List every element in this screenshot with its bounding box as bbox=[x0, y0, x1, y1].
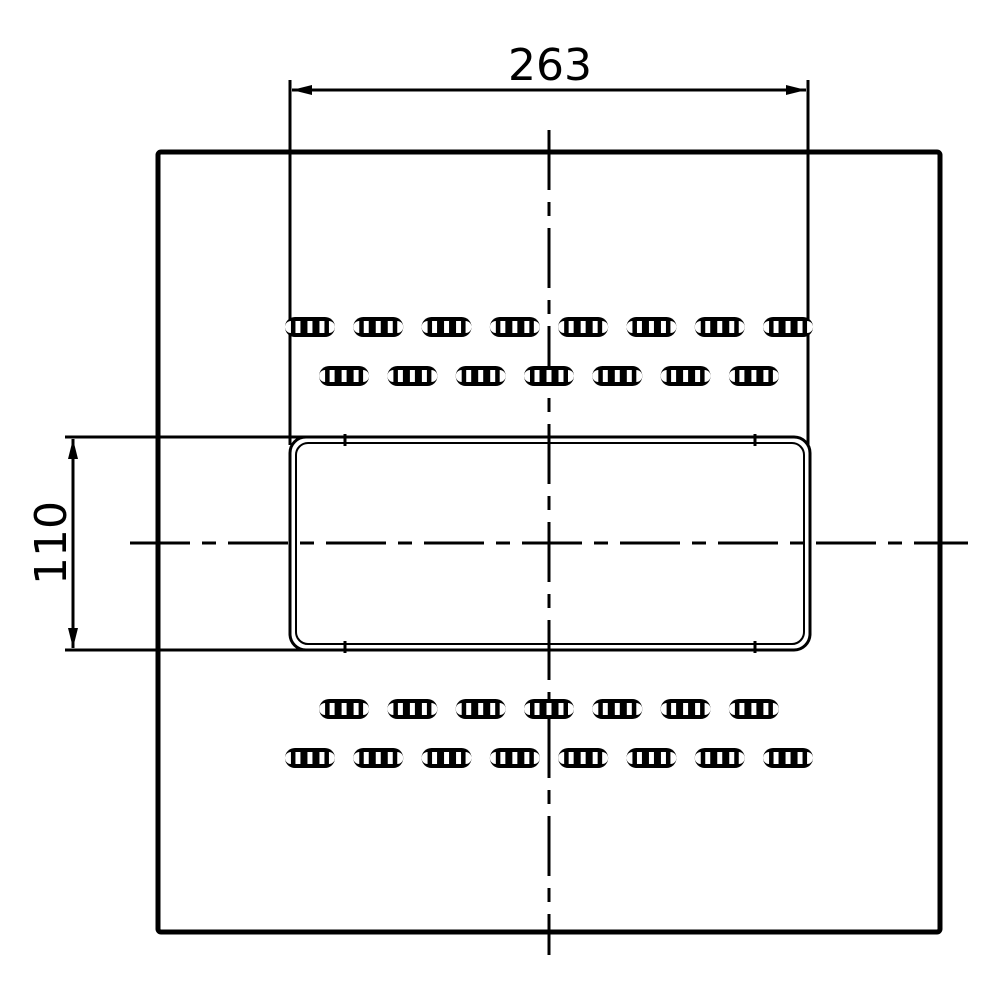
slot-hole bbox=[694, 317, 745, 337]
slot-hole bbox=[558, 748, 609, 768]
slot-hole bbox=[353, 317, 404, 337]
slot-hole bbox=[387, 699, 438, 719]
slot-hole bbox=[319, 366, 370, 386]
slot-hole bbox=[763, 748, 814, 768]
slot-hole bbox=[455, 366, 506, 386]
slot-hole bbox=[489, 317, 540, 337]
slot-hole bbox=[592, 699, 643, 719]
slot-hole bbox=[694, 748, 745, 768]
slot-hole bbox=[387, 366, 438, 386]
slot-hole bbox=[455, 699, 506, 719]
slot-hole bbox=[353, 748, 404, 768]
slot-hole bbox=[524, 699, 574, 719]
slot-hole bbox=[728, 366, 779, 386]
slot-pattern bbox=[284, 317, 814, 768]
slot-hole bbox=[660, 699, 711, 719]
width-dimension: 263 bbox=[288, 40, 810, 445]
slot-hole bbox=[284, 317, 335, 337]
height-dimension: 110 bbox=[26, 435, 345, 652]
slot-hole bbox=[592, 366, 643, 386]
slot-hole bbox=[421, 317, 472, 337]
width-dimension-label: 263 bbox=[508, 40, 592, 91]
slot-hole bbox=[319, 699, 370, 719]
slot-hole bbox=[558, 317, 609, 337]
slot-hole bbox=[284, 748, 335, 768]
slot-hole bbox=[421, 748, 472, 768]
slot-hole bbox=[626, 748, 677, 768]
central-opening bbox=[288, 434, 812, 653]
height-dimension-label: 110 bbox=[26, 501, 77, 585]
slot-hole bbox=[489, 748, 540, 768]
slot-hole bbox=[763, 317, 814, 337]
slot-hole bbox=[524, 366, 574, 386]
slot-hole bbox=[660, 366, 711, 386]
slot-hole bbox=[728, 699, 779, 719]
slot-hole bbox=[626, 317, 677, 337]
